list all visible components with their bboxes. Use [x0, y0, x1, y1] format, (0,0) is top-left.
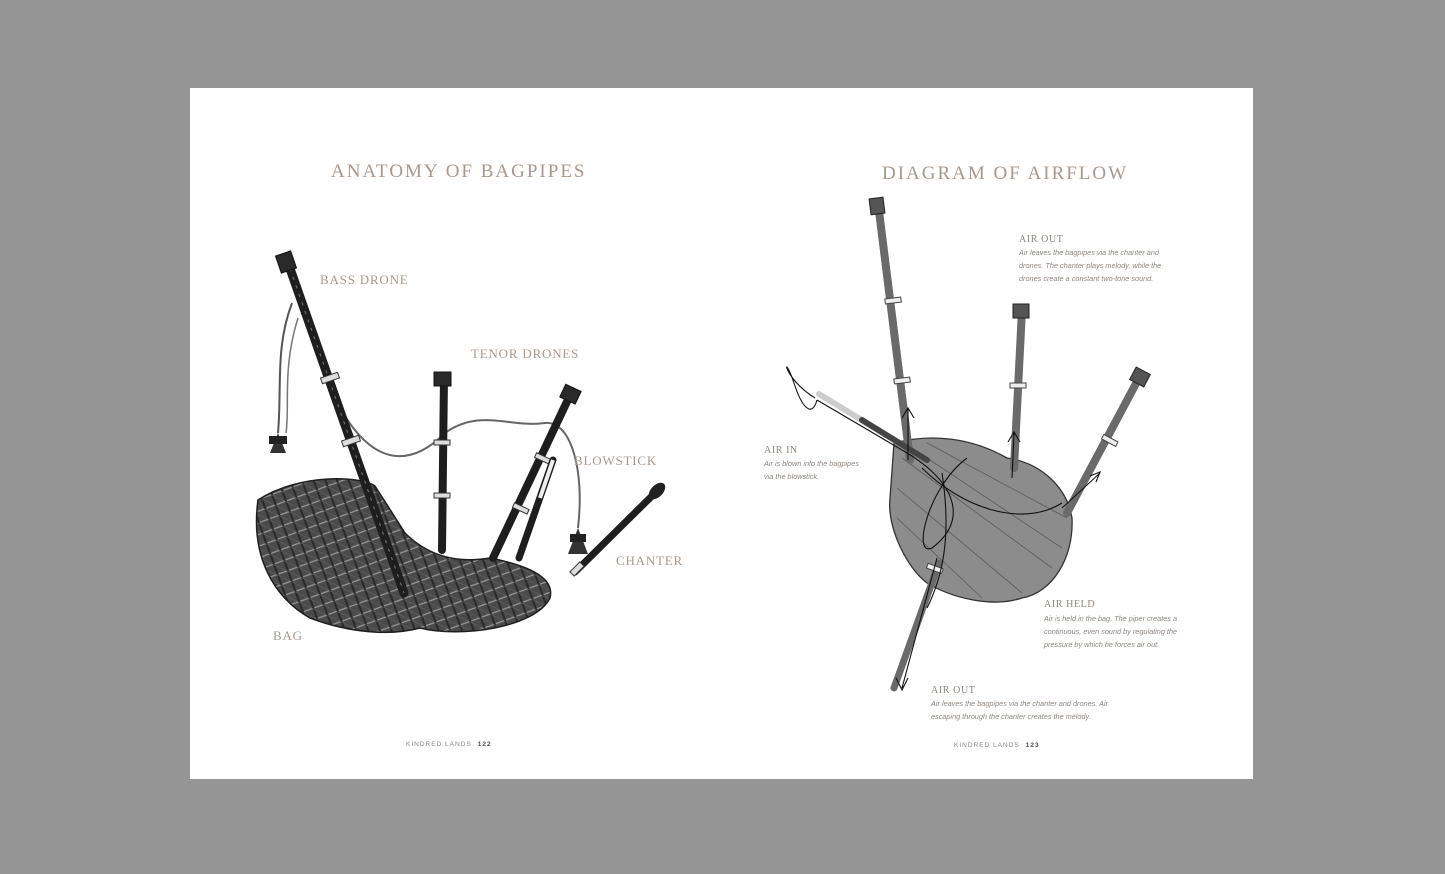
airflow-blowstick	[816, 391, 930, 463]
page-number: 123	[1025, 742, 1040, 749]
tenor-drone-cord	[339, 407, 581, 529]
bass-drone-cord	[277, 302, 293, 434]
label-chanter: CHANTER	[616, 553, 683, 568]
footer-book-title: KINDRED LANDS	[954, 742, 1020, 749]
airflow-arrows	[786, 366, 1101, 692]
air-out-top-text-3: drones create a constant two-tone sound.	[1019, 274, 1154, 283]
air-out-bottom-title: AIR OUT	[931, 685, 976, 696]
tenor-drone-2	[489, 383, 582, 562]
air-out-down-arrow	[901, 557, 938, 689]
book-spread: ANATOMY OF BAGPIPES	[190, 88, 1253, 779]
airflow-tenor-drone-1	[1009, 303, 1030, 472]
left-page-footer: KINDRED LANDS 122	[406, 741, 492, 748]
air-out-bottom-text-1: Air leaves the bagpipes via the chanter …	[931, 699, 1108, 708]
air-in-arrow	[786, 366, 818, 410]
air-out-top-text-1: Air leaves the bagpipes via the chanter …	[1019, 248, 1159, 257]
airflow-tenor-drone-2	[1063, 366, 1152, 517]
page-number: 122	[477, 741, 492, 748]
air-held-title: AIR HELD	[1044, 599, 1096, 610]
airflow-chanter	[890, 559, 944, 692]
air-in-text-1: Air is blown into the bagpipes	[764, 459, 859, 468]
label-bass-drone: BASS DRONE	[320, 272, 409, 287]
left-page: ANATOMY OF BAGPIPES	[190, 88, 722, 779]
chanter	[569, 482, 666, 577]
airflow-illustration	[786, 196, 1152, 692]
label-blowstick: BLOWSTICK	[574, 453, 658, 468]
airflow-bass-drone	[868, 196, 914, 464]
footer-book-title: KINDRED LANDS	[406, 741, 472, 748]
air-in-text-2: via the blowstick.	[764, 472, 820, 481]
airflow-bag	[889, 437, 1073, 603]
air-out-top-title: AIR OUT	[1019, 234, 1064, 245]
air-held-text-3: pressure by which he forces air out.	[1044, 640, 1160, 649]
air-out-bottom-text-2: escaping through the chanter creates the…	[931, 712, 1091, 721]
bagpipes-illustration	[255, 250, 666, 634]
tenor-drone-1	[433, 371, 452, 554]
air-in-title: AIR IN	[764, 445, 798, 456]
bass-drone	[274, 250, 409, 598]
bass-drone-cord-2	[285, 317, 299, 434]
label-bag: BAG	[273, 628, 303, 643]
blowstick	[515, 456, 557, 562]
air-out-top-text-2: drones. The chanter plays melody, while …	[1019, 261, 1162, 270]
label-tenor-drones: TENOR DRONES	[471, 346, 580, 361]
right-page-footer: KINDRED LANDS 123	[954, 742, 1040, 749]
anatomy-heading: ANATOMY OF BAGPIPES	[331, 161, 587, 182]
airflow-heading: DIAGRAM OF AIRFLOW	[882, 163, 1129, 184]
air-held-text-2: continuous, even sound by regulating the	[1044, 627, 1178, 636]
air-held-text-1: Air is held in the bag. The piper create…	[1044, 614, 1178, 623]
tartan-bag	[255, 478, 552, 634]
right-page: DIAGRAM OF AIRFLOW	[722, 88, 1253, 779]
